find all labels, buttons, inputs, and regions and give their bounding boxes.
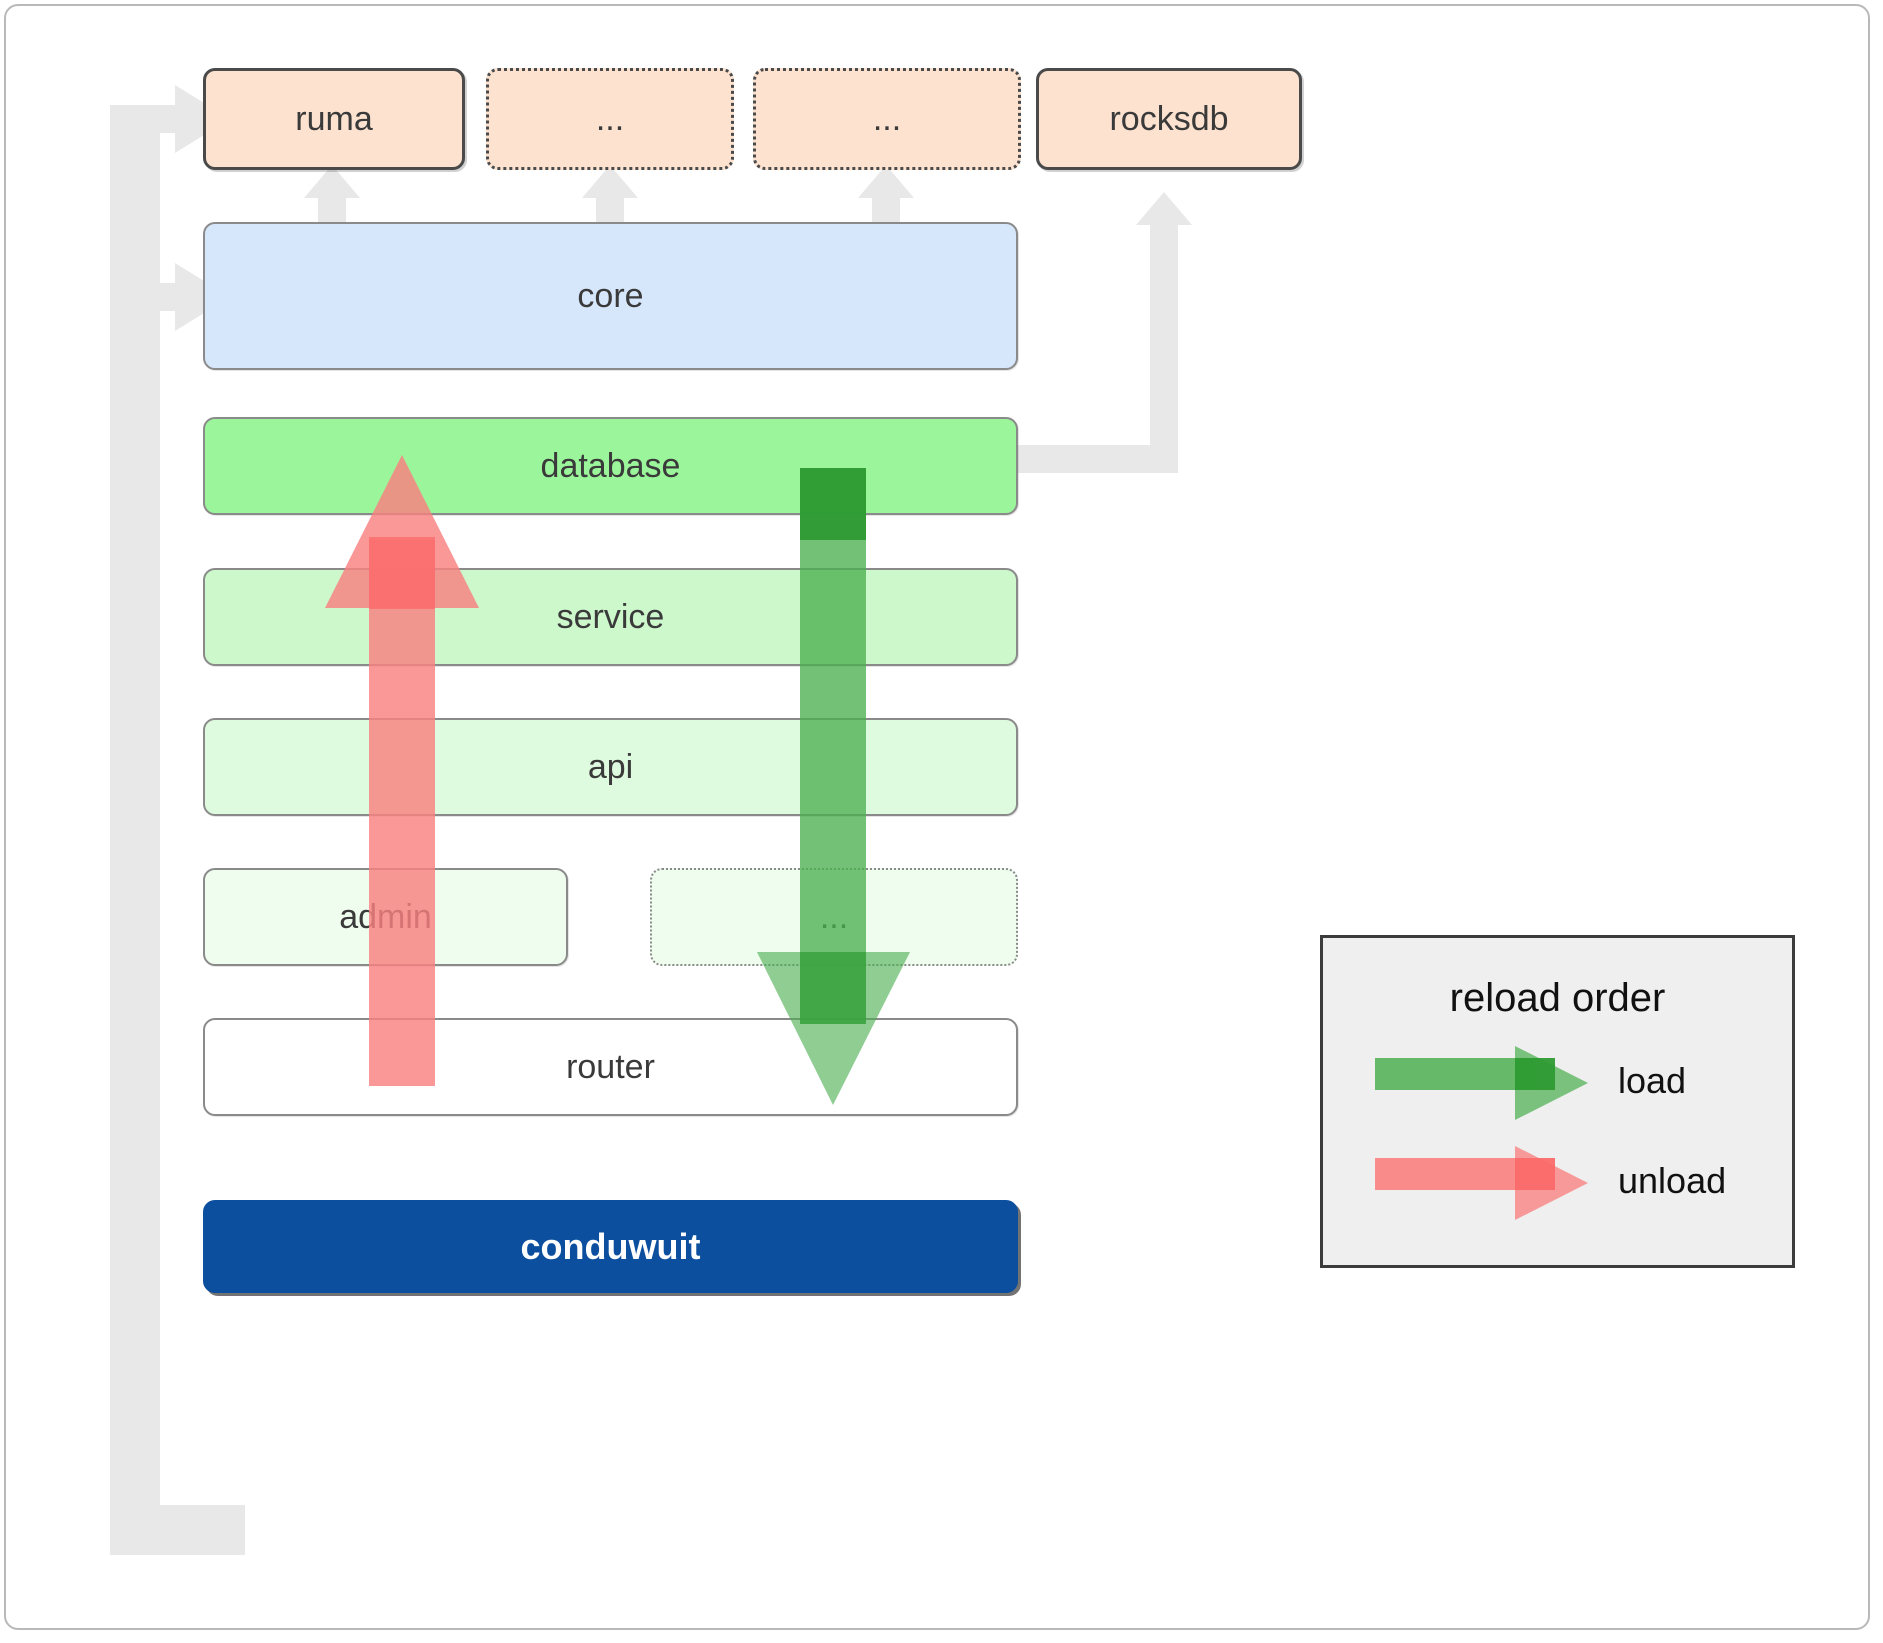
crate-label-ruma: ruma xyxy=(295,99,373,138)
layer-label-core: core xyxy=(577,276,644,315)
layer-box-database[interactable]: database xyxy=(203,417,1018,515)
layer-label-router: router xyxy=(566,1047,655,1086)
layer-box-core[interactable]: core xyxy=(203,222,1018,370)
legend-label-unload: unload xyxy=(1618,1160,1727,1201)
crate-label-ellipsis-2: ... xyxy=(872,99,902,138)
layer-label-api: api xyxy=(587,747,634,786)
layer-label-ellipsis: ... xyxy=(819,897,849,936)
crate-box-ellipsis-2[interactable]: ... xyxy=(753,68,1021,170)
layer-box-api[interactable]: api xyxy=(203,718,1018,816)
crate-label-rocksdb: rocksdb xyxy=(1109,99,1229,138)
layer-label-database: database xyxy=(540,446,681,485)
layer-box-router[interactable]: router xyxy=(203,1018,1018,1116)
binary-label-conduwuit: conduwuit xyxy=(520,1225,701,1267)
crate-label-ellipsis-1: ... xyxy=(595,99,625,138)
load-arrow-icon xyxy=(1375,1046,1588,1120)
layer-label-service: service xyxy=(556,597,665,636)
legend-label-load: load xyxy=(1618,1060,1687,1101)
layer-box-ellipsis[interactable]: ... xyxy=(650,868,1018,966)
crate-box-ruma[interactable]: ruma xyxy=(203,68,465,170)
binary-box-conduwuit[interactable]: conduwuit xyxy=(203,1200,1018,1293)
crate-box-rocksdb[interactable]: rocksdb xyxy=(1036,68,1302,170)
legend-arrow-icons xyxy=(1375,1046,1588,1220)
legend-title: reload order xyxy=(1449,976,1666,1020)
layer-box-admin[interactable]: admin xyxy=(203,868,568,966)
crate-box-ellipsis-1[interactable]: ... xyxy=(486,68,734,170)
unload-arrow-icon xyxy=(1375,1146,1588,1220)
layer-label-admin: admin xyxy=(339,897,432,936)
layer-box-service[interactable]: service xyxy=(203,568,1018,666)
legend-panel: reload order load unload xyxy=(1320,935,1795,1268)
